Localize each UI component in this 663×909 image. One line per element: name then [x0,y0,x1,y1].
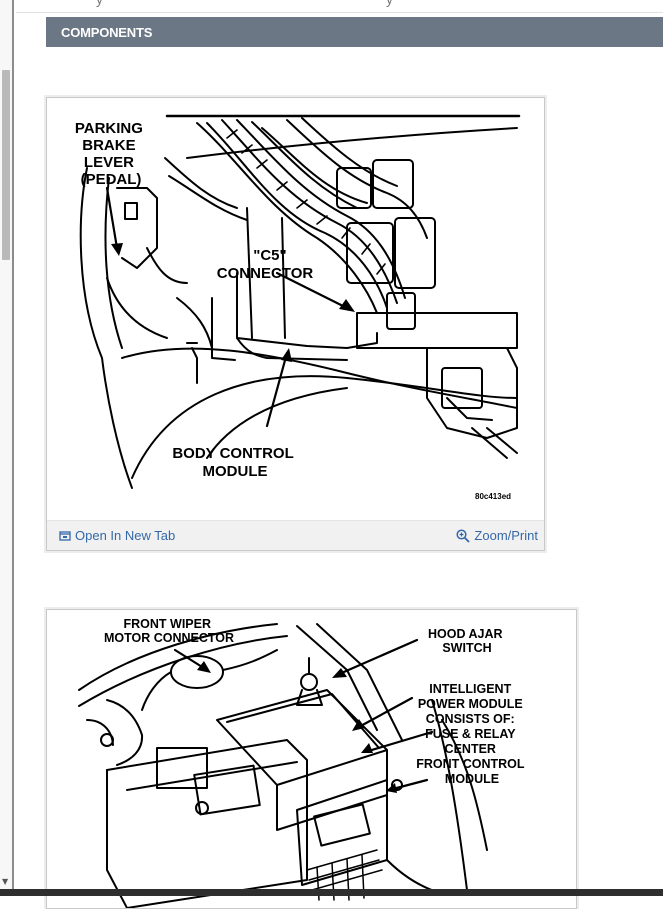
callout-body-control-module: BODY CONTROL MODULE [172,445,297,480]
open-in-new-tab-icon [59,530,71,541]
scrollbar-thumb[interactable] [2,70,10,260]
section-title: COMPONENTS [61,25,153,40]
left-scrollbar[interactable]: ▼ [0,0,14,896]
open-in-new-tab-link[interactable]: Open In New Tab [59,528,175,543]
figure-id: 80c413ed [475,492,511,501]
figure-card-body-control-module: PARKING BRAKE LEVER (PEDAL) "C5" CONNECT… [46,97,545,551]
figure-card-intelligent-power-module: FRONT WIPER MOTOR CONNECTOR HOOD AJAR SW… [46,609,577,909]
clipped-page-heading-strip: yy [16,0,663,13]
callout-intelligent-power-module: INTELLIGENT POWER MODULE CONSISTS OF: FU… [416,682,528,786]
wiring-diagram-image-2[interactable]: FRONT WIPER MOTOR CONNECTOR HOOD AJAR SW… [47,610,576,908]
wiring-diagram-image[interactable]: PARKING BRAKE LEVER (PEDAL) "C5" CONNECT… [47,98,544,522]
callout-c5-connector: "C5" CONNECTOR [217,247,314,282]
bottom-edge-bar [0,889,663,896]
figure-footer: Open In New Tab Zoom/Print [47,520,544,550]
open-in-new-tab-label: Open In New Tab [75,528,176,543]
callout-front-wiper: FRONT WIPER MOTOR CONNECTOR [104,617,234,645]
section-header: COMPONENTS [46,17,663,47]
zoom-print-link[interactable]: Zoom/Print [456,528,538,543]
scroll-down-arrow-icon[interactable]: ▼ [2,877,9,886]
zoom-print-label: Zoom/Print [474,528,538,543]
callout-hood-ajar: HOOD AJAR SWITCH [428,627,506,655]
magnifier-plus-icon [456,528,471,543]
callout-parking-brake: PARKING BRAKE LEVER (PEDAL) [75,120,147,188]
